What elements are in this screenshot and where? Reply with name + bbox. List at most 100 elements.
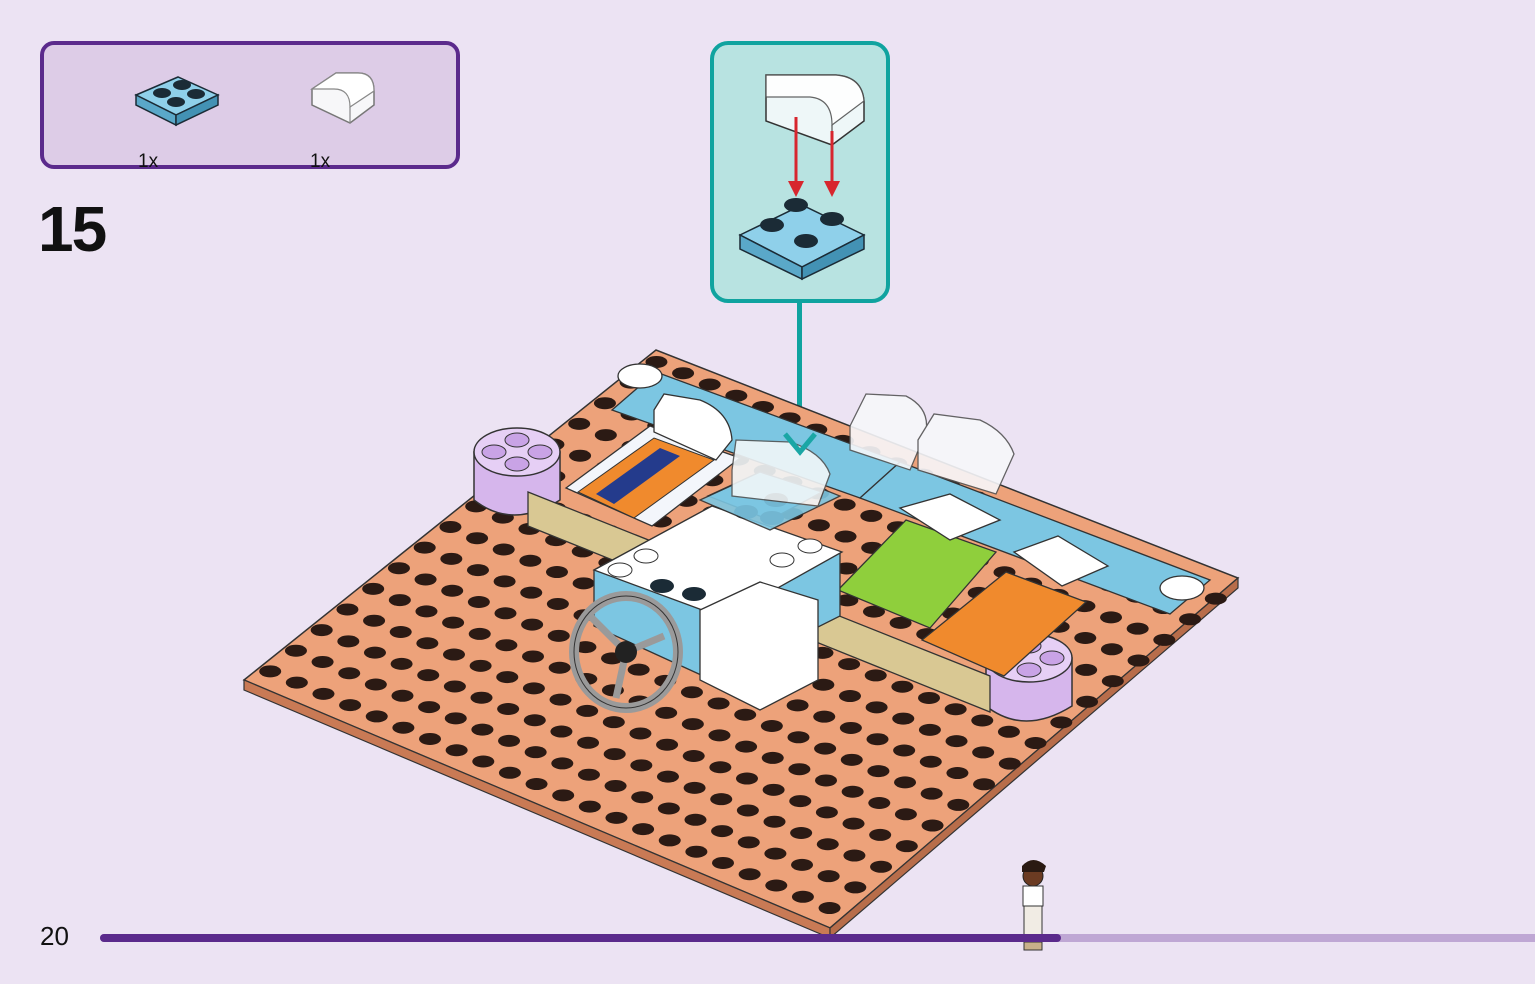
baseplate-stud [285, 676, 308, 689]
baseplate-stud [524, 746, 547, 759]
baseplate-stud [259, 665, 282, 678]
baseplate-stud [865, 701, 888, 714]
baseplate-stud [786, 699, 809, 712]
transparent-slopes-back [849, 393, 1015, 495]
baseplate-stud [707, 697, 730, 710]
baseplate-stud [680, 686, 703, 699]
minifigure-icon [1022, 860, 1046, 951]
baseplate-stud [577, 768, 600, 781]
baseplate-stud [551, 757, 574, 770]
baseplate-stud [392, 721, 415, 734]
baseplate-stud [494, 607, 517, 620]
baseplate-stud [520, 586, 543, 599]
baseplate-stud [310, 624, 333, 637]
baseplate-stud [594, 429, 617, 442]
baseplate-stud [387, 562, 410, 575]
baseplate-stud [414, 573, 437, 586]
baseplate-stud [868, 797, 891, 810]
baseplate-stud [363, 646, 386, 659]
baseplate-stud [390, 657, 413, 670]
baseplate-stud [835, 562, 858, 575]
step-number: 15 [38, 193, 107, 265]
baseplate-stud [336, 603, 359, 616]
baseplate-stud [546, 597, 569, 610]
baseplate-stud [548, 661, 571, 674]
baseplate-stud [578, 800, 601, 813]
baseplate-stud [312, 687, 335, 700]
baseplate-stud [838, 658, 861, 671]
bed-middle-green [836, 493, 1002, 629]
baseplate-stud [550, 725, 573, 738]
baseplate-stud [1126, 622, 1149, 635]
part-quantity: 1x [310, 151, 331, 172]
baseplate-stud [439, 520, 462, 533]
baseplate-stud [364, 678, 387, 691]
baseplate-stud [468, 627, 491, 640]
baseplate-stud [418, 701, 441, 714]
baseplate-stud [1127, 654, 1150, 667]
baseplate-stud [630, 759, 653, 772]
baseplate-stud [997, 725, 1020, 738]
page-number: 20 [40, 921, 69, 951]
baseplate-stud [866, 733, 889, 746]
baseplate-stud [525, 778, 548, 791]
baseplate-stud [918, 691, 941, 704]
baseplate-stud [1024, 737, 1047, 750]
baseplate-stud [735, 772, 758, 785]
baseplate-stud [818, 902, 841, 915]
baseplate-stud [338, 667, 361, 680]
baseplate-stud [388, 594, 411, 607]
baseplate-stud [522, 650, 545, 663]
baseplate-stud [495, 639, 518, 652]
baseplate-stud [712, 856, 735, 869]
baseplate-stud [602, 716, 625, 729]
baseplate-stud [836, 594, 859, 607]
baseplate-stud [761, 751, 784, 764]
baseplate-stud [710, 793, 733, 806]
baseplate-stud [444, 712, 467, 725]
baseplate-stud [814, 742, 837, 755]
baseplate-stud [574, 641, 597, 654]
baseplate-stud [787, 731, 810, 744]
baseplate-stud [844, 881, 867, 894]
baseplate-stud [549, 693, 572, 706]
baseplate-stud [765, 879, 788, 892]
baseplate-stud [605, 811, 628, 824]
baseplate-stud [895, 840, 918, 853]
baseplate-stud [441, 584, 464, 597]
baseplate-stud [971, 714, 994, 727]
baseplate-stud [788, 763, 811, 776]
sub-assembly-illustration [738, 74, 866, 281]
baseplate-stud [552, 789, 575, 802]
baseplate-stud [389, 625, 412, 638]
baseplate-stud [627, 663, 650, 676]
baseplate-stud [471, 723, 494, 736]
baseplate-stud [498, 766, 521, 779]
baseplate-stud [440, 552, 463, 565]
baseplate-stud [1076, 695, 1099, 708]
baseplate-stud [1101, 675, 1124, 688]
baseplate-stud [763, 815, 786, 828]
baseplate-stud [891, 680, 914, 693]
baseplate-stud [658, 834, 681, 847]
baseplate-stud [841, 785, 864, 798]
baseplate-stud [547, 629, 570, 642]
baseplate-stud [1100, 611, 1123, 624]
baseplate-stud [1204, 592, 1227, 605]
baseplate-stud [736, 804, 759, 817]
baseplate-stud [893, 744, 916, 757]
baseplate-stud [735, 740, 758, 753]
baseplate-stud [946, 767, 969, 780]
baseplate-stud [523, 714, 546, 727]
baseplate-stud [521, 618, 544, 631]
baseplate-stud [339, 699, 362, 712]
baseplate-stud [867, 765, 890, 778]
baseplate-stud [685, 845, 708, 858]
baseplate-stud [684, 813, 707, 826]
baseplate-stud [998, 757, 1021, 770]
bed-right-orange [920, 535, 1110, 677]
baseplate-stud [892, 712, 915, 725]
callout-connector [797, 303, 802, 453]
baseplate-stud [466, 532, 489, 545]
baseplate-stud [417, 669, 440, 682]
